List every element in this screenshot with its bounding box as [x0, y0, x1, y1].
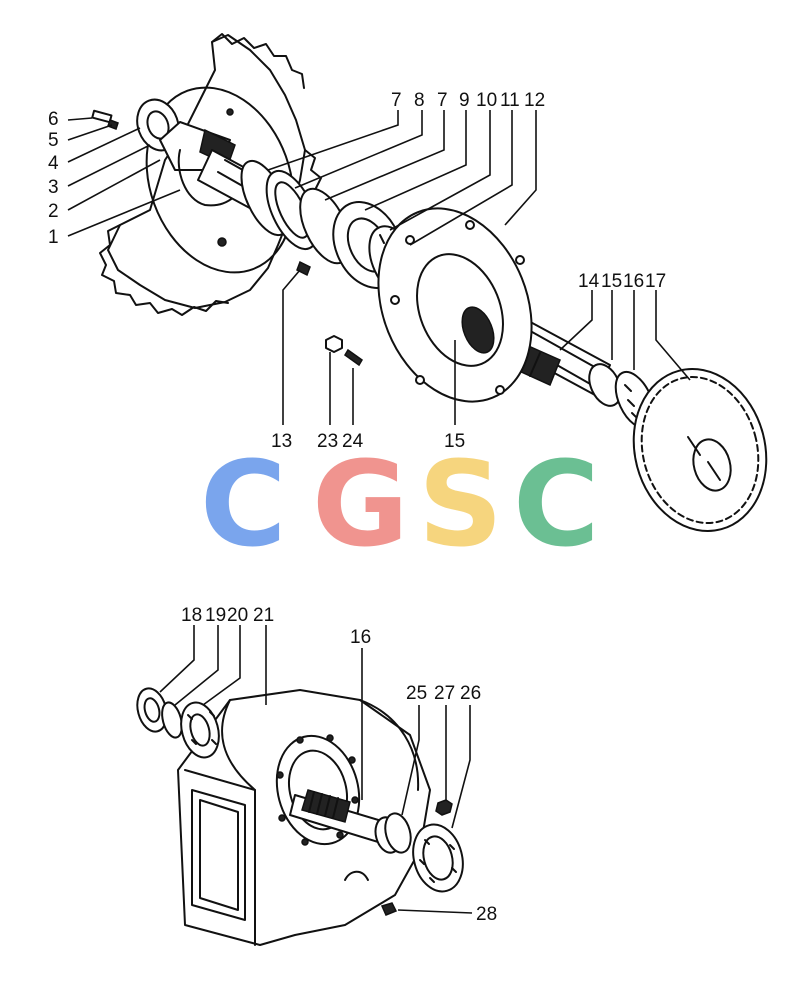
callout-5: 5: [48, 130, 59, 151]
watermark-letter-1: C: [200, 435, 287, 573]
left-seal-bearing: [136, 687, 220, 759]
callout-6: 6: [48, 109, 59, 130]
callout-19: 19: [205, 605, 226, 626]
lower-callouts: 18 19 20 21 16 25 27 26 28: [181, 605, 497, 925]
callout-20: 20: [227, 605, 248, 626]
callout-8: 8: [414, 90, 425, 111]
callout-4: 4: [48, 153, 59, 174]
hub-flange-parts: [91, 98, 246, 207]
callout-23: 23: [317, 431, 338, 452]
cgsc-watermark: C G S C: [200, 435, 600, 573]
housing-flange: [377, 207, 533, 403]
callout-9: 9: [459, 90, 470, 111]
nut-and-stud: [325, 335, 363, 367]
watermark-letter-3: S: [418, 435, 503, 573]
callout-10: 10: [476, 90, 497, 111]
callout-16a: 16: [623, 271, 644, 292]
callout-15b: 15: [601, 271, 622, 292]
callout-1: 1: [48, 227, 59, 248]
upper-leaders: [67, 110, 691, 425]
callout-28: 28: [476, 904, 497, 925]
callout-3: 3: [48, 177, 59, 198]
callout-13: 13: [271, 431, 292, 452]
callout-17: 17: [645, 271, 666, 292]
callout-24: 24: [342, 431, 364, 452]
callout-7b: 7: [437, 90, 448, 111]
callout-26: 26: [460, 683, 481, 704]
callout-14: 14: [578, 271, 600, 292]
right-bearing-parts: [380, 799, 464, 916]
callout-12: 12: [524, 90, 545, 111]
callout-25: 25: [406, 683, 427, 704]
upper-assembly: 1 2 3 4 5 6 7 8 7 9 10 11 12 13 23 24 15…: [48, 33, 768, 532]
watermark-letter-4: C: [513, 435, 600, 573]
callout-11: 11: [500, 90, 520, 111]
callout-7a: 7: [391, 90, 402, 111]
lower-leaders: [159, 625, 473, 914]
callout-18: 18: [181, 605, 202, 626]
callout-16b: 16: [350, 627, 371, 648]
callout-27: 27: [434, 683, 455, 704]
watermark-letter-2: G: [312, 435, 409, 573]
spur-gear: [632, 368, 768, 532]
lower-assembly: 18 19 20 21 16 25 27 26 28: [136, 605, 497, 946]
upper-callouts: 1 2 3 4 5 6 7 8 7 9 10 11 12 13 23 24 15…: [48, 90, 666, 452]
callout-2: 2: [48, 201, 59, 222]
callout-15a: 15: [444, 431, 465, 452]
callout-21: 21: [253, 605, 274, 626]
